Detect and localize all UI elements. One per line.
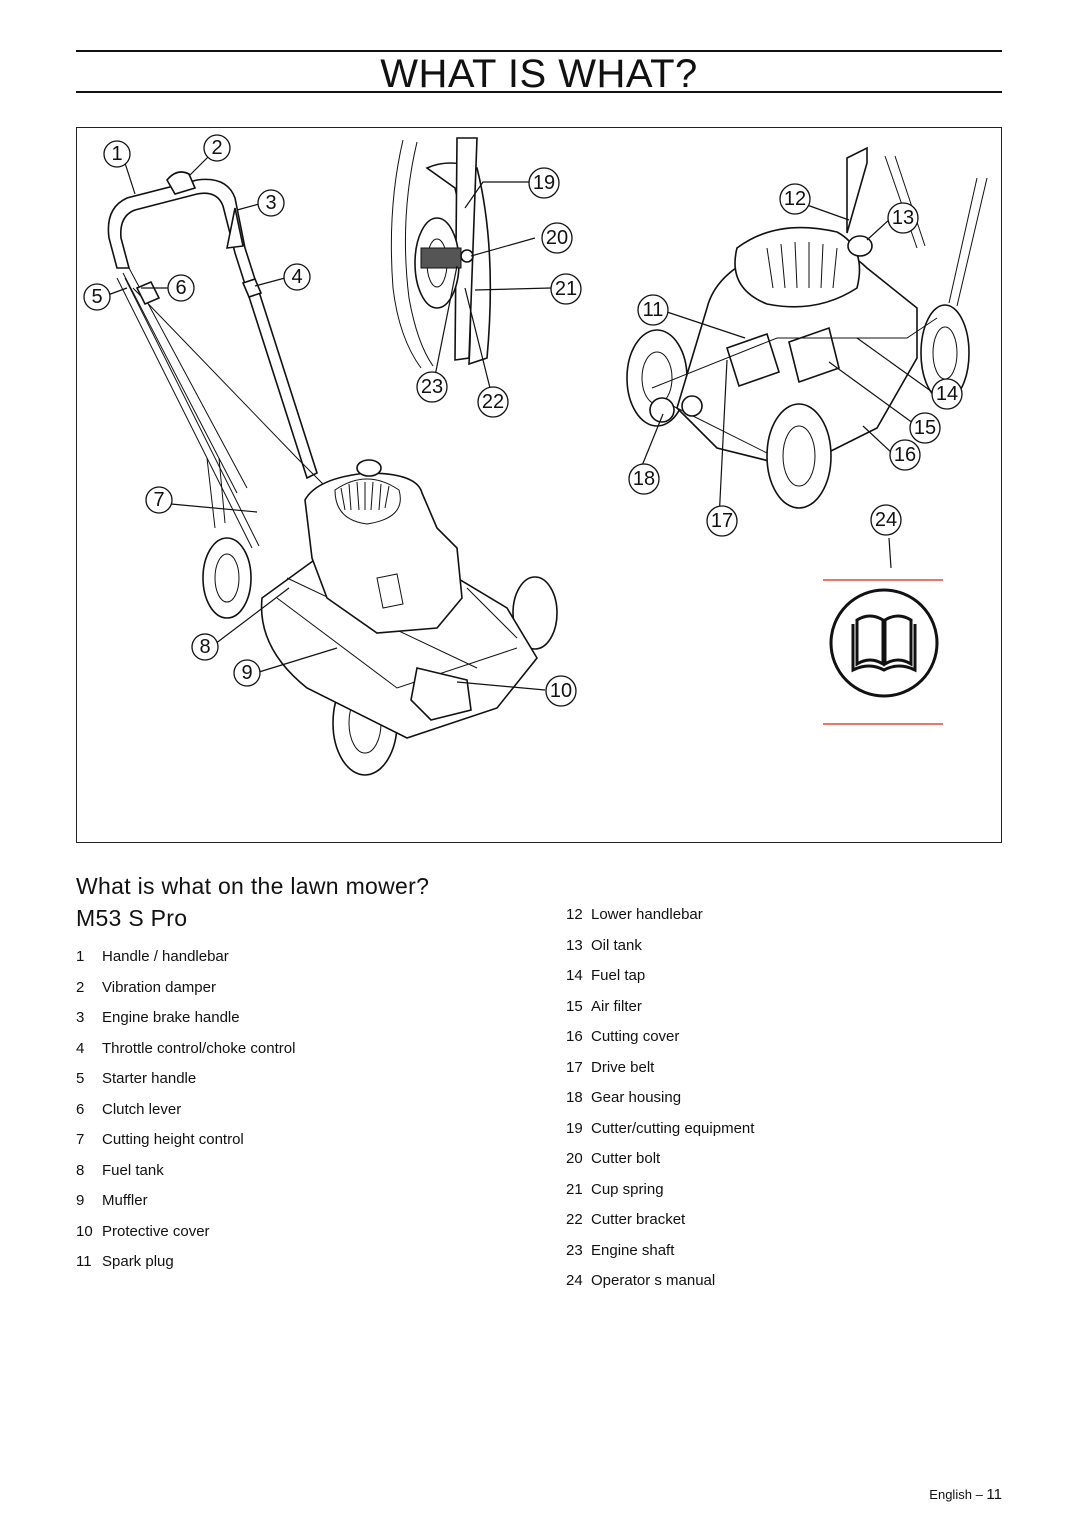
svg-text:9: 9	[241, 662, 252, 684]
callout-19: 19	[528, 167, 560, 199]
mower-front-view-drawing	[107, 171, 558, 776]
svg-text:11: 11	[643, 299, 664, 321]
callout-17: 17	[706, 505, 738, 537]
callout-20: 20	[541, 222, 573, 254]
callout-7: 7	[145, 486, 173, 514]
svg-text:7: 7	[153, 489, 164, 511]
svg-text:14: 14	[936, 383, 958, 405]
svg-text:4: 4	[291, 266, 302, 288]
svg-text:17: 17	[711, 510, 733, 532]
callout-6: 6	[167, 274, 195, 302]
svg-text:2: 2	[211, 137, 222, 159]
svg-text:10: 10	[550, 680, 572, 702]
callout-13: 13	[887, 202, 919, 234]
svg-text:24: 24	[875, 509, 897, 531]
callout-24: 24	[870, 504, 902, 536]
callout-21: 21	[550, 273, 582, 305]
svg-text:22: 22	[482, 391, 504, 413]
svg-text:18: 18	[633, 468, 655, 490]
svg-text:23: 23	[421, 376, 443, 398]
callout-12: 12	[779, 183, 811, 215]
callout-23: 23	[416, 371, 448, 403]
page-title: WHAT IS WHAT?	[380, 52, 698, 96]
callout-1: 1	[103, 140, 131, 168]
callout-18: 18	[628, 463, 660, 495]
svg-text:15: 15	[914, 417, 936, 439]
callout-2: 2	[203, 134, 231, 162]
callout-3: 3	[257, 189, 285, 217]
callout-22: 22	[477, 386, 509, 418]
footer-language: English	[929, 1487, 972, 1502]
callout-16: 16	[889, 439, 921, 471]
section-heading-line-1: What is what on the lawn mower?	[76, 873, 430, 899]
lawn-mower-diagram: 1 2 3 4 5 6 7 8 9 10 11 12 13 14 15 16 1…	[76, 127, 1002, 843]
footer-dash: –	[975, 1487, 983, 1502]
svg-text:1: 1	[111, 143, 122, 165]
svg-text:6: 6	[175, 277, 186, 299]
callout-11: 11	[637, 294, 669, 326]
callout-8: 8	[191, 633, 219, 661]
svg-text:13: 13	[892, 207, 914, 229]
callout-4: 4	[283, 263, 311, 291]
page-footer: English – 11	[929, 1486, 1002, 1503]
section-heading: What is what on the lawn mower? M53 S Pr…	[76, 870, 429, 934]
svg-text:16: 16	[894, 444, 916, 466]
title-bottom-rule	[76, 91, 1002, 93]
mower-rear-view-drawing	[626, 146, 988, 509]
callout-10: 10	[545, 675, 577, 707]
svg-text:19: 19	[533, 172, 555, 194]
page-number: 11	[986, 1486, 1002, 1503]
callout-15: 15	[909, 412, 941, 444]
callout-5: 5	[83, 283, 111, 311]
svg-text:20: 20	[546, 227, 568, 249]
cutter-closeup-drawing	[390, 137, 492, 369]
svg-text:21: 21	[555, 278, 577, 300]
callout-14: 14	[931, 378, 963, 410]
callout-9: 9	[233, 659, 261, 687]
section-heading-model: M53 S Pro	[76, 905, 188, 931]
svg-text:8: 8	[199, 636, 210, 658]
svg-text:12: 12	[784, 188, 806, 210]
svg-text:5: 5	[91, 286, 102, 308]
svg-text:3: 3	[265, 192, 276, 214]
title-top-rule	[76, 50, 1002, 52]
manual-book-icon	[829, 588, 939, 698]
